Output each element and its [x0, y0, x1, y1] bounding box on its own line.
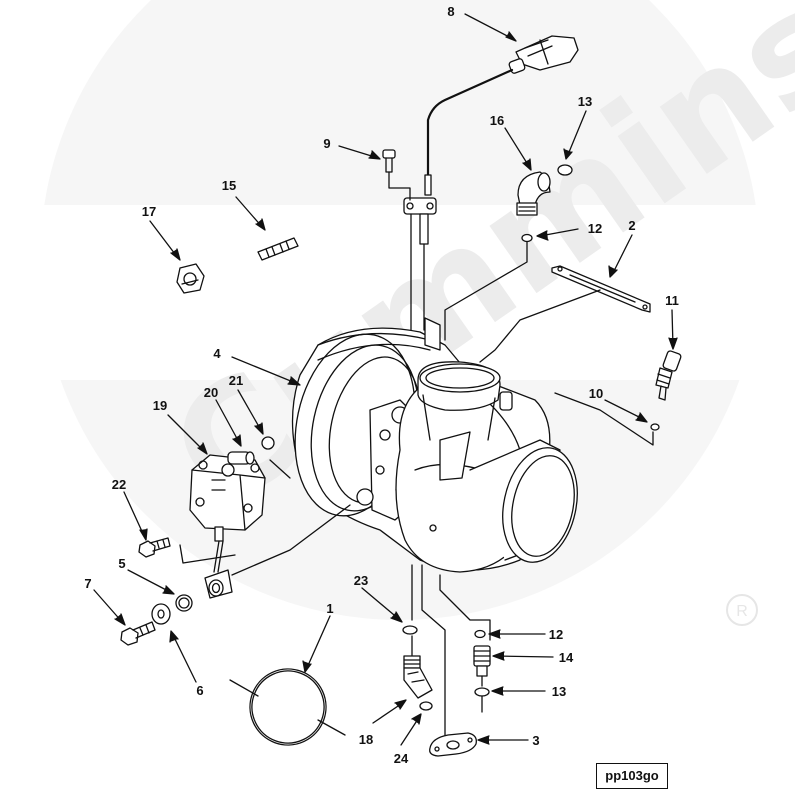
part-12-leader-top: [444, 241, 528, 341]
callout-11: 11: [665, 293, 679, 308]
part-5-oring: [175, 594, 193, 612]
registered-mark-text: R: [736, 603, 748, 620]
part-1-oring: [229, 668, 346, 746]
callout-13-top: 13: [578, 94, 592, 109]
turbocharger-assembly: [291, 317, 578, 573]
part-21-oring: [261, 436, 275, 450]
callout-23: 23: [354, 573, 368, 588]
part-16-elbow-fitting: [516, 171, 551, 216]
callout-12-top: 12: [588, 221, 602, 236]
part-19-actuator: [189, 454, 266, 531]
part-22-bolt: [138, 537, 171, 558]
callout-3: 3: [532, 733, 539, 748]
part-2-gasket: [551, 265, 651, 313]
callout-4: 4: [213, 346, 221, 361]
part-24-oring: [419, 701, 433, 711]
callout-13-bottom: 13: [552, 684, 566, 699]
registered-mark-icon: [726, 594, 758, 626]
callout-19: 19: [153, 398, 167, 413]
callout-17: 17: [142, 204, 156, 219]
callout-5: 5: [118, 556, 125, 571]
figure-id-label: pp103go: [596, 763, 668, 789]
part-3-gasket: [429, 732, 477, 757]
part-6-washer: [151, 603, 171, 625]
callout-18: 18: [359, 732, 373, 747]
part-23-oring: [402, 625, 418, 635]
callout-21: 21: [229, 373, 243, 388]
callout-7: 7: [84, 576, 91, 591]
part-12-oring-bottom: [474, 629, 486, 639]
part-13-oring-bottom: [474, 687, 490, 697]
callout-16: 16: [490, 113, 504, 128]
part-20-fitting: [227, 451, 255, 465]
part-7-bolt: [120, 621, 156, 646]
part-14-fitting: [473, 645, 491, 677]
callout-22: 22: [112, 477, 126, 492]
part-10-leader: [554, 392, 654, 446]
callout-leaders: [93, 13, 678, 746]
callout-9: 9: [323, 136, 330, 151]
callout-numbers: 8 13 16 9 15 17 12 2 11 4 10 19 20 21 22…: [84, 4, 678, 766]
part-17-nut: [176, 263, 205, 294]
callout-20: 20: [204, 385, 218, 400]
part-15-stud: [257, 237, 299, 261]
part-11-sensor: [655, 350, 682, 401]
part-13-oring-top: [557, 164, 573, 176]
callout-1: 1: [326, 601, 333, 616]
phantom-lines: [269, 459, 491, 736]
part-10-washer: [650, 423, 660, 431]
gasket-leader: [479, 289, 601, 363]
callout-6: 6: [196, 683, 203, 698]
callout-12-bottom: 12: [549, 627, 563, 642]
actuator-linkage: [179, 504, 351, 599]
callout-10: 10: [589, 386, 603, 401]
callout-15: 15: [222, 178, 236, 193]
part-12-oring-top: [521, 233, 533, 243]
callout-2: 2: [628, 218, 635, 233]
part-9-screw: [382, 149, 411, 201]
callout-14: 14: [559, 650, 574, 665]
callout-24: 24: [394, 751, 409, 766]
part-8-sensor-harness: [403, 35, 579, 331]
callout-8: 8: [447, 4, 454, 19]
part-18-elbow-fitting: [403, 655, 433, 699]
